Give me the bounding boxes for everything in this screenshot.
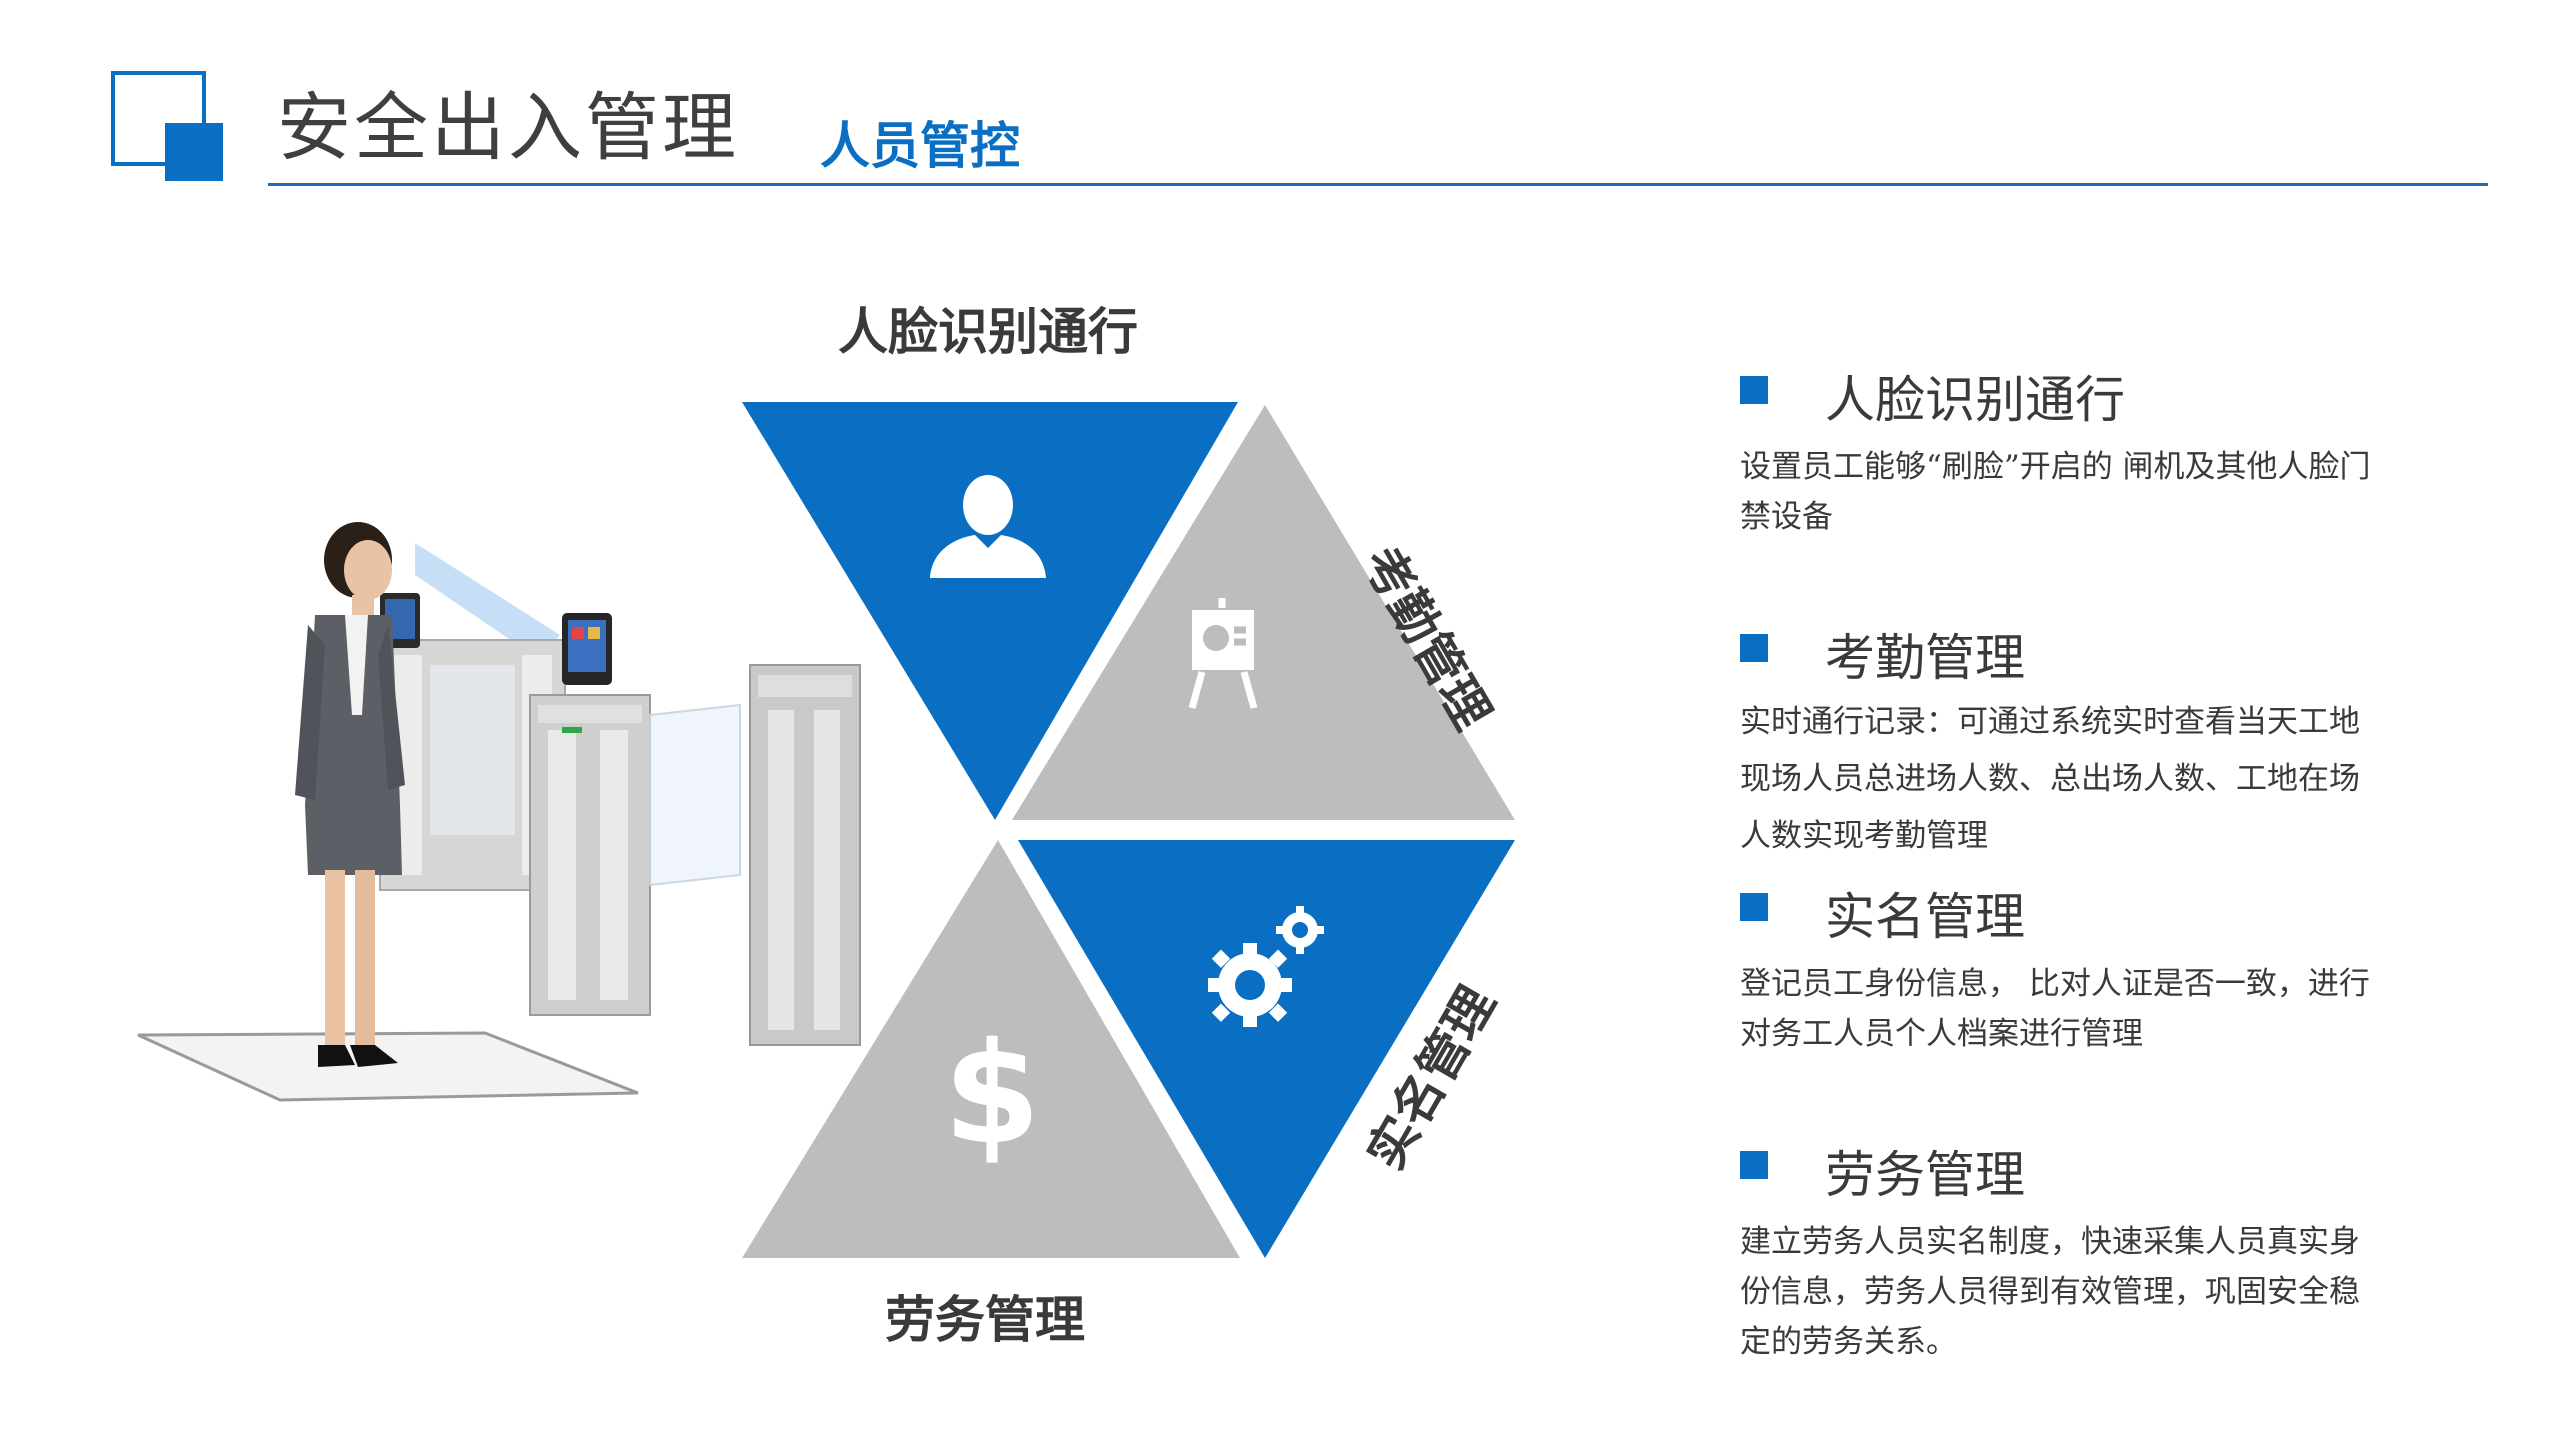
item-title: 实名管理 — [1825, 888, 2025, 946]
presentation-board-icon — [1188, 598, 1258, 709]
bullet-square-icon — [1740, 893, 1768, 921]
logo-filled-square — [165, 123, 223, 181]
item-title: 考勤管理 — [1825, 629, 2025, 687]
triangle-face-recognition — [742, 402, 1238, 820]
bullet-square-icon — [1740, 1151, 1768, 1179]
triangle-diagram: $ — [742, 402, 1515, 1258]
item-title: 人脸识别通行 — [1825, 371, 2125, 429]
triangle-realname — [1018, 840, 1515, 1258]
triangle-attendance — [1012, 405, 1515, 820]
item-body: 设置员工能够“刷脸”开启的 闸机及其他人脸门禁设备 — [1740, 449, 2371, 535]
page-subtitle: 人员管控 — [820, 117, 1020, 175]
item-body: 建立劳务人员实名制度，快速采集人员真实身份信息，劳务人员得到有效管理，巩固安全稳… — [1740, 1224, 2360, 1360]
gears-icon — [1208, 906, 1324, 1027]
page-title: 安全出入管理 — [277, 85, 739, 171]
label-labor: 劳务管理 — [885, 1291, 1085, 1349]
user-icon — [930, 475, 1046, 578]
bullet-square-icon — [1740, 376, 1768, 404]
item-body: 实时通行记录：可通过系统实时查看当天工地现场人员总进场人数、总出场人数、工地在场… — [1740, 704, 2360, 854]
triangle-labor — [742, 840, 1240, 1258]
item-body: 登记员工身份信息， 比对人证是否一致，进行对务工人员个人档案进行管理 — [1740, 966, 2370, 1052]
logo-outline-square — [111, 71, 206, 166]
header-divider — [268, 183, 2488, 186]
bullet-square-icon — [1740, 634, 1768, 662]
label-face-recognition: 人脸识别通行 — [838, 303, 1138, 361]
item-title: 劳务管理 — [1825, 1146, 2025, 1204]
dollar-icon: $ — [943, 1013, 1040, 1176]
turnstile-illustration — [137, 522, 861, 1102]
